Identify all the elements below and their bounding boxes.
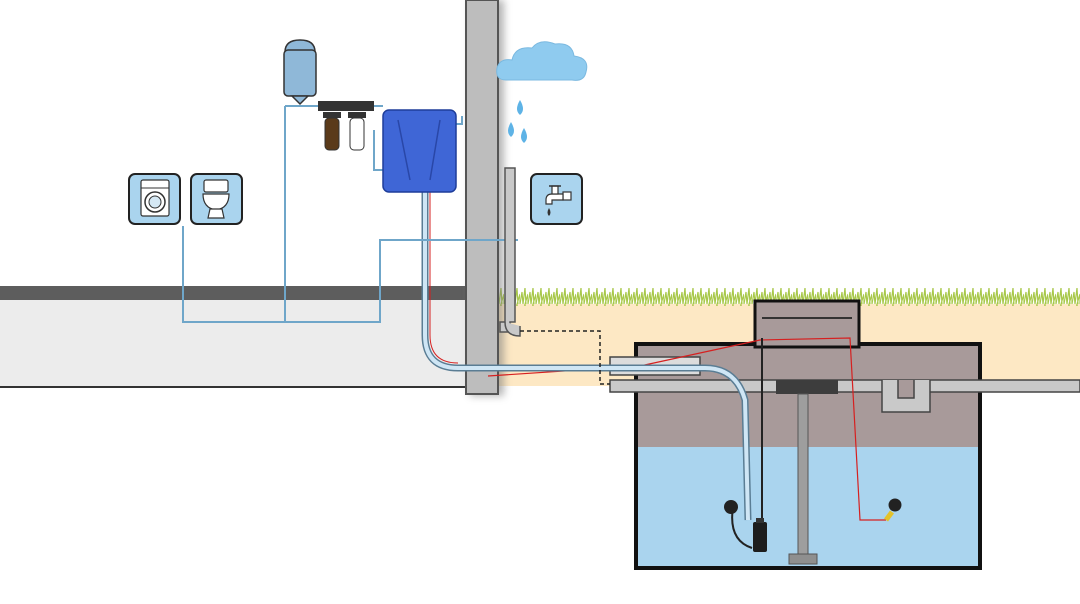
control-unit: [382, 109, 457, 193]
underground-tank: [609, 299, 1080, 570]
fine-filter: [349, 117, 365, 151]
downpipe: [499, 167, 610, 385]
pressure-vessel: [283, 39, 317, 106]
float-switch: [884, 498, 902, 522]
submersible-pump: [724, 500, 767, 552]
sediment-filter: [324, 117, 340, 151]
rain-cloud-icon: [496, 41, 588, 143]
building-floor: [0, 286, 470, 388]
toilet-icon: [190, 173, 243, 225]
overflow-pipe: [609, 379, 1080, 393]
filter-assembly: [318, 101, 374, 151]
building-plumbing: [182, 105, 518, 323]
main-water-pipe: [421, 190, 752, 521]
garden-tap-icon: [530, 173, 583, 225]
washing-machine-icon: [128, 173, 181, 225]
building-wall: [465, 0, 504, 396]
